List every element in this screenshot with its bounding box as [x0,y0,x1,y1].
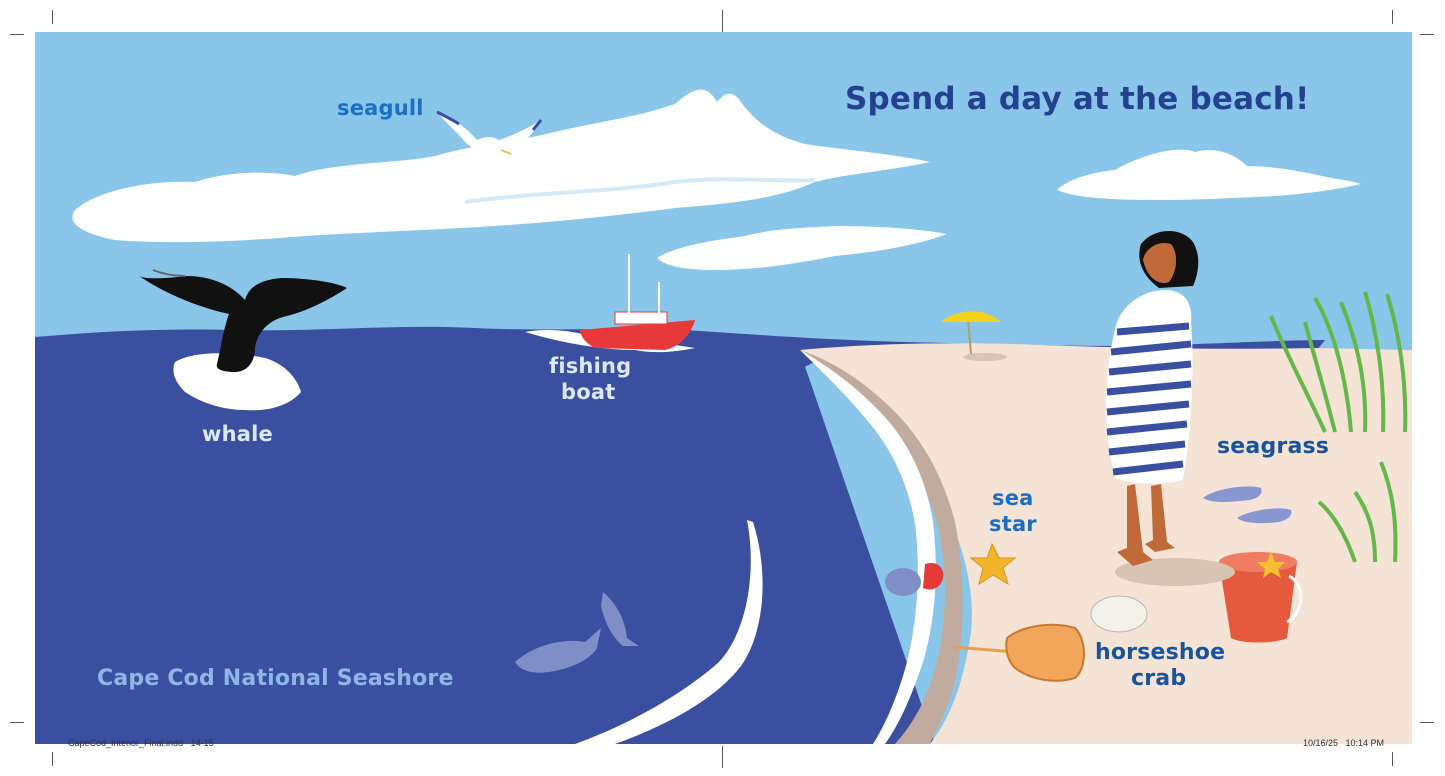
crop-mark [1392,752,1393,766]
fishing-boat-label-line1: fishing [549,354,632,378]
crop-mark [52,752,53,766]
crop-mark [1392,10,1393,24]
crop-mark [1420,34,1434,35]
shoreline [800,350,963,744]
sand-dollar [1090,595,1148,633]
whale-tail [139,269,347,411]
sea-star-label-line2: star [989,512,1037,536]
beach-illustration: Spend a day at the beach! seagull whale … [35,32,1412,744]
beach-umbrella [941,311,1007,361]
headline: Spend a day at the beach! [845,81,1310,117]
crop-mark [10,722,24,723]
crop-mark [52,10,53,24]
cloud-shadow [464,177,816,204]
seagrass [1269,291,1408,563]
cloud-right [1057,149,1361,200]
sea-star [969,542,1017,586]
bucket [1219,552,1303,643]
crop-mark [722,10,723,32]
footer-filename: CapeCod_Interior_Final.indd 14-15 [68,738,214,748]
crop-mark [722,746,723,768]
girl-with-towel [1106,230,1235,586]
horseshoe-crab-label-line1: horseshoe [1095,640,1226,665]
cloud-small-middle [657,226,947,270]
seagull-label: seagull [337,96,424,120]
seagull [436,110,543,158]
crab [885,562,944,596]
flip-flops [1203,486,1292,524]
crop-mark [10,34,24,35]
horseshoe-crab-label-line2: crab [1131,666,1187,691]
foam-line [575,520,763,744]
horseshoe-crab [952,623,1085,682]
cloud-large [72,89,931,243]
fishing-boat [525,254,695,353]
fish [515,592,639,673]
fishing-boat-label-line2: boat [561,380,616,404]
footer-date: 10/16/25 10:14 PM [1303,738,1385,748]
location-label: Cape Cod National Seashore [97,666,454,691]
sand [800,343,1412,744]
sea-star-label-line1: sea [992,486,1034,510]
crop-mark [1420,722,1434,723]
whale-label: whale [202,422,273,446]
seagrass-label: seagrass [1217,434,1330,459]
